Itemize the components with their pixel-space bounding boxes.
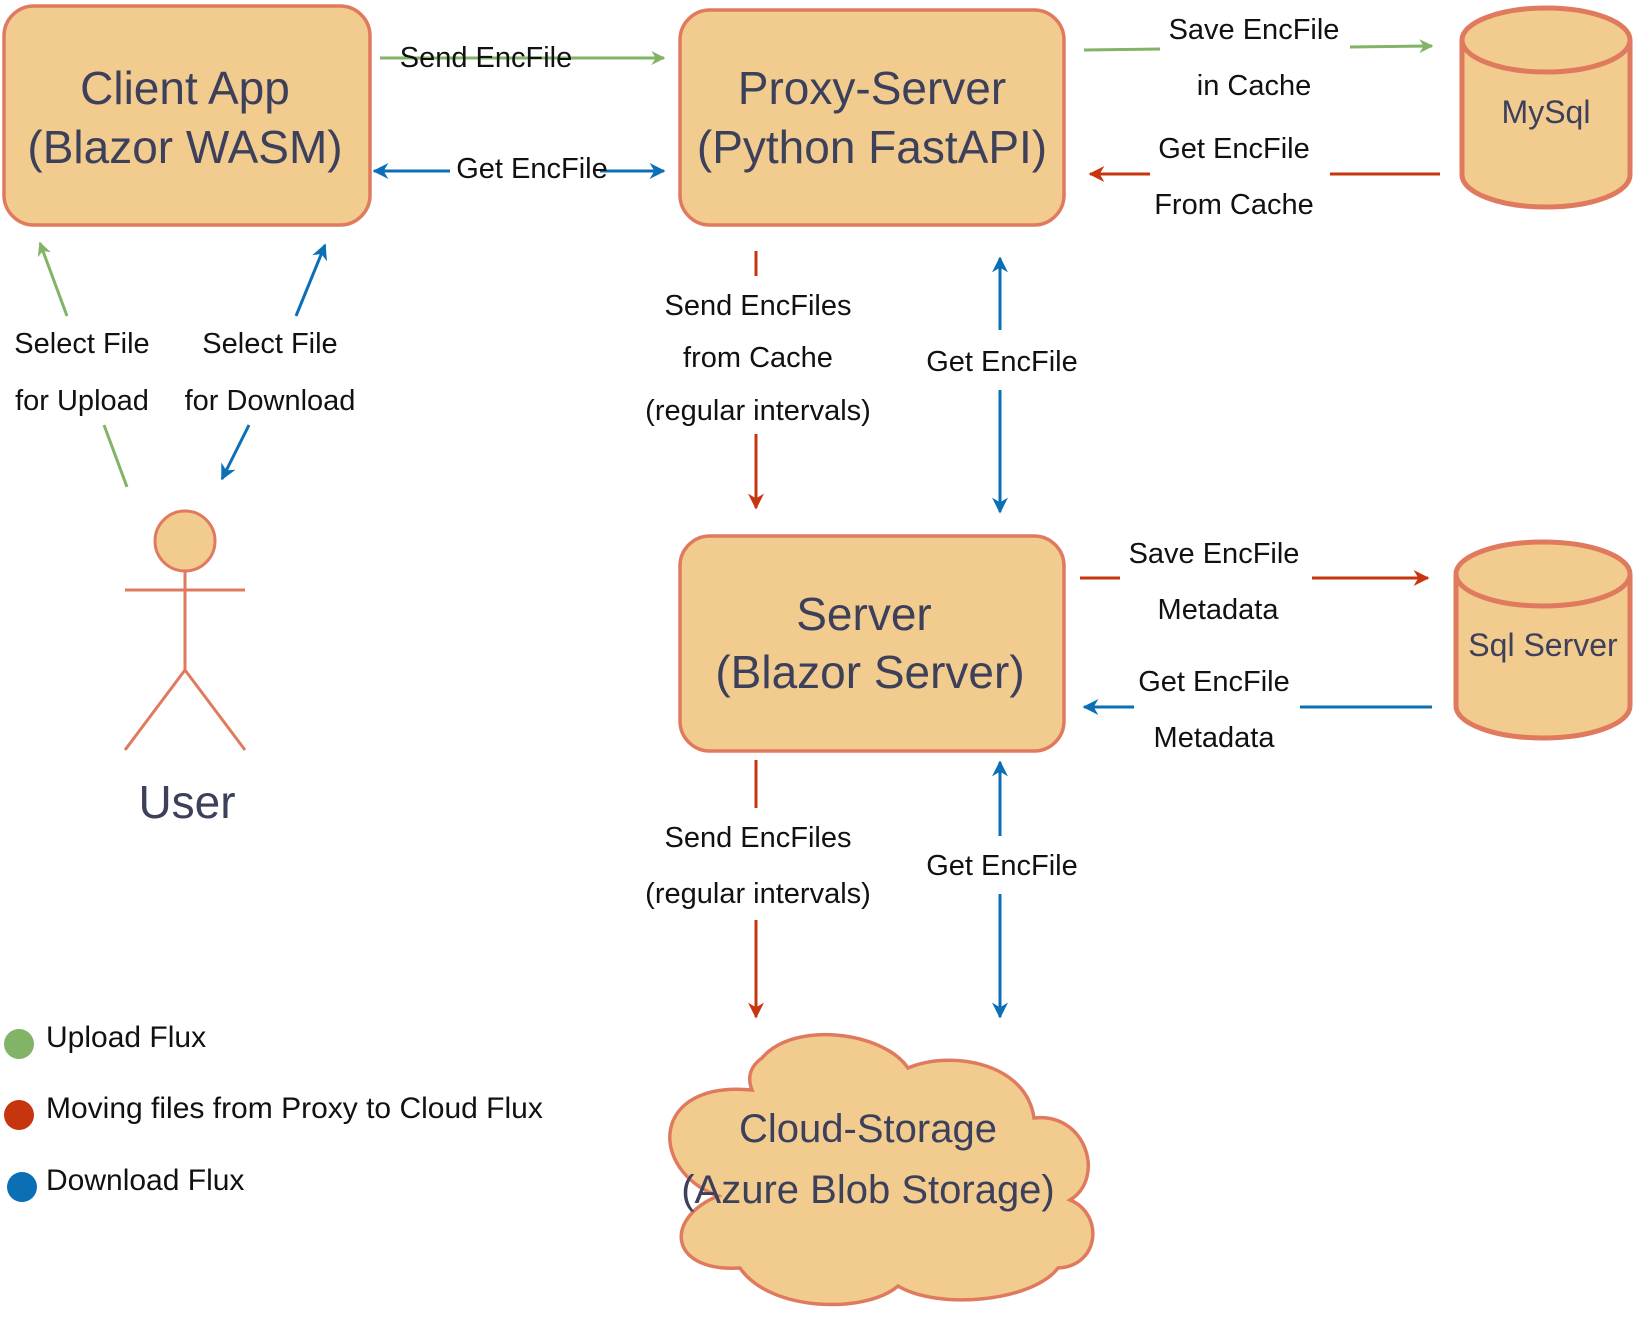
legend-item-download: Download Flux bbox=[7, 1164, 244, 1202]
legend-label-upload: Upload Flux bbox=[46, 1021, 206, 1054]
label-send-from-cache-2: from Cache bbox=[683, 342, 833, 374]
node-mysql: MySql bbox=[1459, 5, 1633, 210]
label-send-to-cloud-2: (regular intervals) bbox=[645, 878, 871, 910]
label-get-cache-2: From Cache bbox=[1154, 189, 1314, 221]
user-label: User bbox=[138, 776, 235, 828]
label-save-metadata-2: Metadata bbox=[1158, 594, 1280, 626]
label-proxy-server-get: Get EncFile bbox=[926, 346, 1078, 378]
legend-dot-upload bbox=[4, 1029, 34, 1059]
legend-dot-moving bbox=[4, 1100, 34, 1130]
node-cloud-storage: Cloud-Storage (Azure Blob Storage) bbox=[668, 1032, 1095, 1307]
server-title: Server bbox=[796, 588, 931, 640]
label-select-download-2: for Download bbox=[185, 385, 356, 417]
mysql-label: MySql bbox=[1502, 94, 1591, 130]
edge-select-download bbox=[220, 243, 327, 481]
proxy-server-subtitle: (Python FastAPI) bbox=[697, 121, 1047, 173]
legend-item-moving: Moving files from Proxy to Cloud Flux bbox=[4, 1092, 543, 1130]
sql-server-label: Sql Server bbox=[1468, 627, 1618, 663]
legend-label-download: Download Flux bbox=[46, 1164, 244, 1197]
legend-item-upload: Upload Flux bbox=[4, 1021, 206, 1059]
label-get-metadata-1: Get EncFile bbox=[1138, 666, 1290, 698]
label-save-metadata-1: Save EncFile bbox=[1129, 538, 1300, 570]
legend-label-moving: Moving files from Proxy to Cloud Flux bbox=[46, 1092, 543, 1125]
label-cloud-get: Get EncFile bbox=[926, 850, 1078, 882]
label-send-from-cache-3: (regular intervals) bbox=[645, 395, 871, 427]
client-app-title: Client App bbox=[80, 62, 290, 114]
node-sql-server: Sql Server bbox=[1453, 539, 1633, 741]
node-server: Server (Blazor Server) bbox=[678, 534, 1066, 753]
label-client-get: Get EncFile bbox=[456, 153, 608, 185]
edge-select-upload bbox=[37, 241, 129, 488]
label-save-cache-1: Save EncFile bbox=[1169, 14, 1340, 46]
cloud-storage-subtitle: (Azure Blob Storage) bbox=[681, 1168, 1055, 1212]
label-get-cache-1: Get EncFile bbox=[1158, 133, 1310, 165]
proxy-server-title: Proxy-Server bbox=[738, 62, 1006, 114]
label-select-download-1: Select File bbox=[202, 328, 337, 360]
node-client-app: Client App (Blazor WASM) bbox=[2, 4, 372, 227]
label-send-to-cloud-1: Send EncFiles bbox=[665, 822, 852, 854]
label-get-metadata-2: Metadata bbox=[1154, 722, 1276, 754]
label-save-cache-2: in Cache bbox=[1197, 70, 1311, 102]
user-head bbox=[153, 509, 217, 573]
node-user: User bbox=[123, 509, 247, 828]
label-client-send: Send EncFile bbox=[400, 42, 573, 74]
label-select-upload-2: for Upload bbox=[15, 385, 149, 417]
server-subtitle: (Blazor Server) bbox=[715, 646, 1024, 698]
legend: Upload Flux Moving files from Proxy to C… bbox=[4, 1021, 543, 1202]
label-send-from-cache-1: Send EncFiles bbox=[665, 290, 852, 322]
client-app-subtitle: (Blazor WASM) bbox=[27, 121, 342, 173]
label-select-upload-1: Select File bbox=[14, 328, 149, 360]
node-proxy-server: Proxy-Server (Python FastAPI) bbox=[678, 8, 1066, 227]
cloud-storage-title: Cloud-Storage bbox=[739, 1107, 997, 1151]
legend-dot-download bbox=[7, 1172, 37, 1202]
edge-save-cache bbox=[1083, 39, 1434, 54]
